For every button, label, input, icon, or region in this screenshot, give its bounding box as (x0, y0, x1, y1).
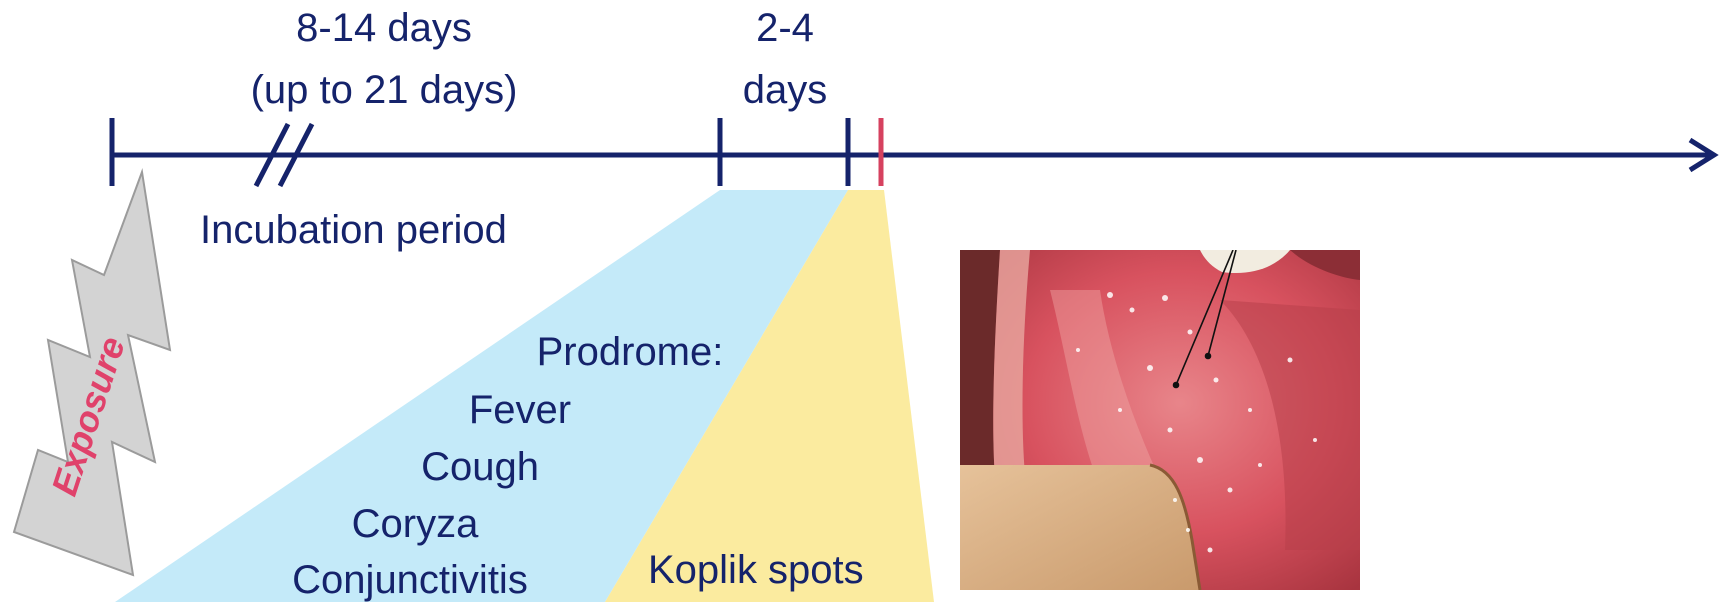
photo-illustration (960, 250, 1360, 590)
koplik-spots-photo (960, 250, 1360, 590)
incubation-period-label: Incubation period (200, 206, 507, 254)
incubation-duration-line-1: 8-14 days (224, 4, 544, 52)
symptom-conjunctivitis: Conjunctivitis (255, 556, 565, 604)
incubation-duration-line-2: (up to 21 days) (224, 66, 544, 114)
symptom-fever: Fever (420, 386, 620, 434)
symptom-cough: Cough (380, 443, 580, 491)
prodrome-duration-line-2: days (700, 66, 870, 114)
symptom-coryza: Coryza (315, 500, 515, 548)
prodrome-heading: Prodrome: (500, 328, 760, 376)
koplik-spots-label: Koplik spots (648, 546, 864, 594)
prodrome-duration-line-1: 2-4 (700, 4, 870, 52)
